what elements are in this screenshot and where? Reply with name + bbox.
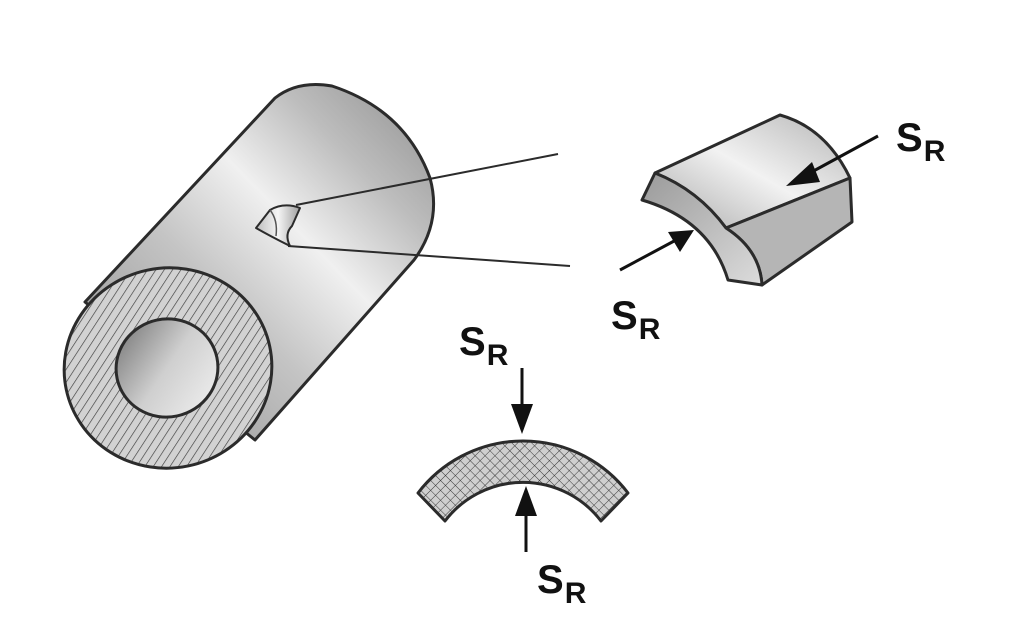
- leader-line-lower: [287, 245, 571, 267]
- label-sr-right-main: S: [896, 116, 923, 160]
- arrow-head-top: [511, 404, 533, 434]
- label-sr-bottom-sub: R: [564, 577, 587, 610]
- arrows-cross-section: [511, 368, 537, 552]
- stress-element-marker: [255, 204, 301, 247]
- label-sr-top-main: S: [459, 320, 486, 364]
- label-sr-top: SR: [459, 320, 508, 371]
- label-sr-left: SR: [611, 294, 660, 345]
- label-sr-bottom: SR: [537, 558, 586, 609]
- cross-section-arc: [416, 439, 630, 523]
- enlarged-element: [640, 113, 854, 287]
- label-sr-top-sub: R: [486, 339, 509, 372]
- cylinder-bore: [114, 317, 220, 419]
- arrow-head-right: [786, 162, 820, 186]
- label-sr-left-main: S: [611, 294, 638, 338]
- enlarged-element-inner-face: [640, 171, 764, 287]
- arrow-head-bottom: [515, 486, 537, 516]
- arrow-head-left: [668, 230, 694, 252]
- arrows-enlarged: [619, 134, 879, 272]
- label-sr-left-sub: R: [638, 313, 661, 346]
- cylinder: [62, 83, 436, 470]
- leader-lines: [287, 153, 571, 267]
- label-sr-right-sub: R: [923, 135, 946, 168]
- label-sr-right: SR: [896, 116, 945, 167]
- leader-line-upper: [295, 153, 559, 206]
- label-sr-bottom-main: S: [537, 558, 564, 602]
- cross-section: [416, 439, 630, 523]
